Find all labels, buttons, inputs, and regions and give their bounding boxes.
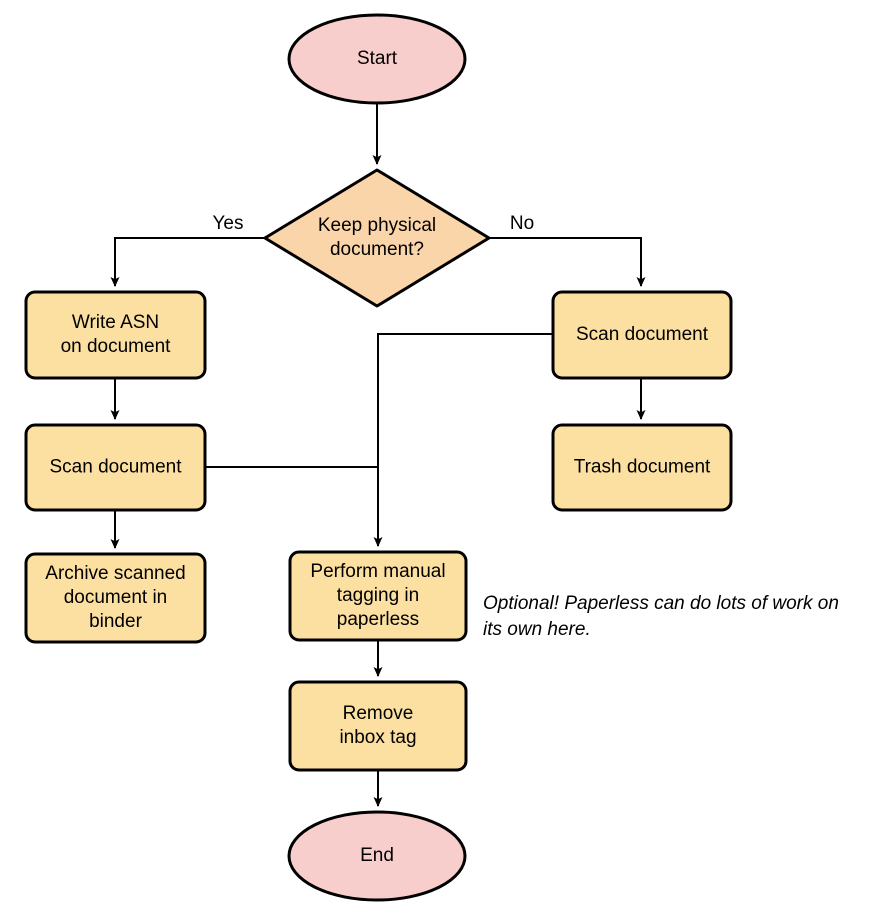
node-manual-tagging[interactable]: Perform manual tagging in paperless (288, 550, 468, 642)
node-label: Scan document (49, 457, 182, 478)
node-label: Write ASN (72, 312, 159, 333)
node-shape-rounded-rect (24, 552, 207, 644)
node-remove-inbox-tag[interactable]: Remove inbox tag (288, 680, 468, 772)
node-end[interactable]: End (287, 810, 467, 902)
node-label: paperless (337, 609, 419, 630)
node-write-asn[interactable]: Write ASN on document (24, 290, 207, 380)
node-label: Start (357, 48, 398, 69)
annotation-line: Optional! Paperless can do lots of work … (483, 593, 839, 614)
node-archive-binder[interactable]: Archive scanned document in binder (24, 552, 207, 644)
node-label: Perform manual (310, 561, 445, 582)
edges-layer: Yes No (110, 103, 646, 807)
node-shape-rounded-rect (551, 423, 733, 512)
node-shape-rounded-rect (288, 680, 468, 772)
edge-scan-right-to-tagging (373, 333, 553, 547)
node-label: Archive scanned (45, 563, 185, 584)
node-label: Trash document (574, 457, 711, 478)
node-label: document? (330, 239, 424, 260)
node-scan-left[interactable]: Scan document (24, 423, 207, 512)
node-scan-right[interactable]: Scan document (551, 290, 733, 380)
node-shape-rounded-rect (24, 290, 207, 380)
edge-label-decision-no: No (510, 213, 534, 234)
node-shape-rounded-rect (24, 423, 207, 512)
node-label: End (360, 845, 394, 866)
node-trash[interactable]: Trash document (551, 423, 733, 512)
edge-path (110, 237, 265, 287)
node-label: Scan document (576, 324, 709, 345)
node-shape-rounded-rect (288, 550, 468, 642)
node-shape-rounded-rect (551, 290, 733, 380)
annotations-layer: Optional! Paperless can do lots of work … (483, 593, 839, 640)
node-label: binder (89, 611, 142, 632)
node-label: document in (64, 587, 168, 608)
edge-path (490, 237, 646, 287)
node-label: Remove (343, 703, 414, 724)
node-keep-physical[interactable]: Keep physical document? (263, 168, 491, 308)
node-shape-ellipse (287, 13, 467, 105)
node-shape-ellipse (287, 810, 467, 902)
edge-decision-no: No (490, 213, 646, 287)
node-start[interactable]: Start (287, 13, 467, 105)
edge-label-decision-yes: Yes (213, 213, 244, 234)
node-label: on document (61, 336, 172, 357)
node-label: Keep physical (318, 215, 436, 236)
annotation-optional-note: Optional! Paperless can do lots of work … (483, 593, 839, 640)
edge-decision-yes: Yes (110, 213, 265, 287)
node-shape-diamond (263, 168, 491, 308)
node-label: inbox tag (339, 727, 416, 748)
edge-path (373, 333, 553, 547)
node-label: tagging in (337, 585, 419, 606)
annotation-line: its own here. (483, 619, 591, 640)
